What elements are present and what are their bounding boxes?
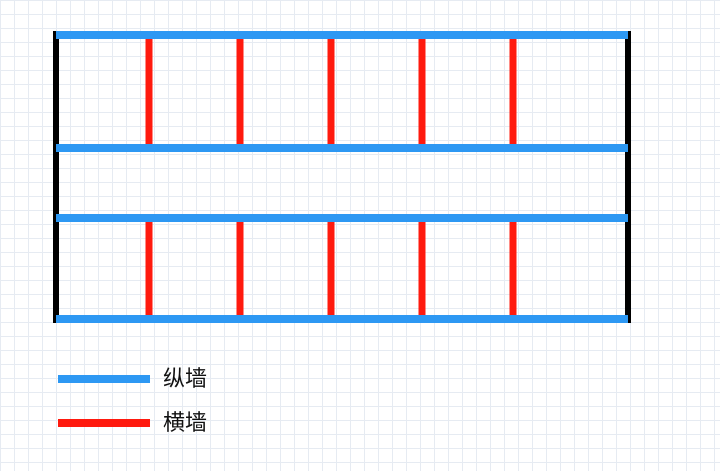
legend-swatch-transverse bbox=[58, 419, 150, 427]
legend-label-longitudinal: 纵墙 bbox=[163, 367, 208, 392]
legend-label-transverse: 横墙 bbox=[163, 411, 208, 436]
end-walls bbox=[53, 31, 631, 323]
transverse-walls bbox=[145, 35, 517, 319]
longitudinal-walls bbox=[56, 31, 628, 323]
legend-swatch-longitudinal bbox=[58, 375, 150, 383]
